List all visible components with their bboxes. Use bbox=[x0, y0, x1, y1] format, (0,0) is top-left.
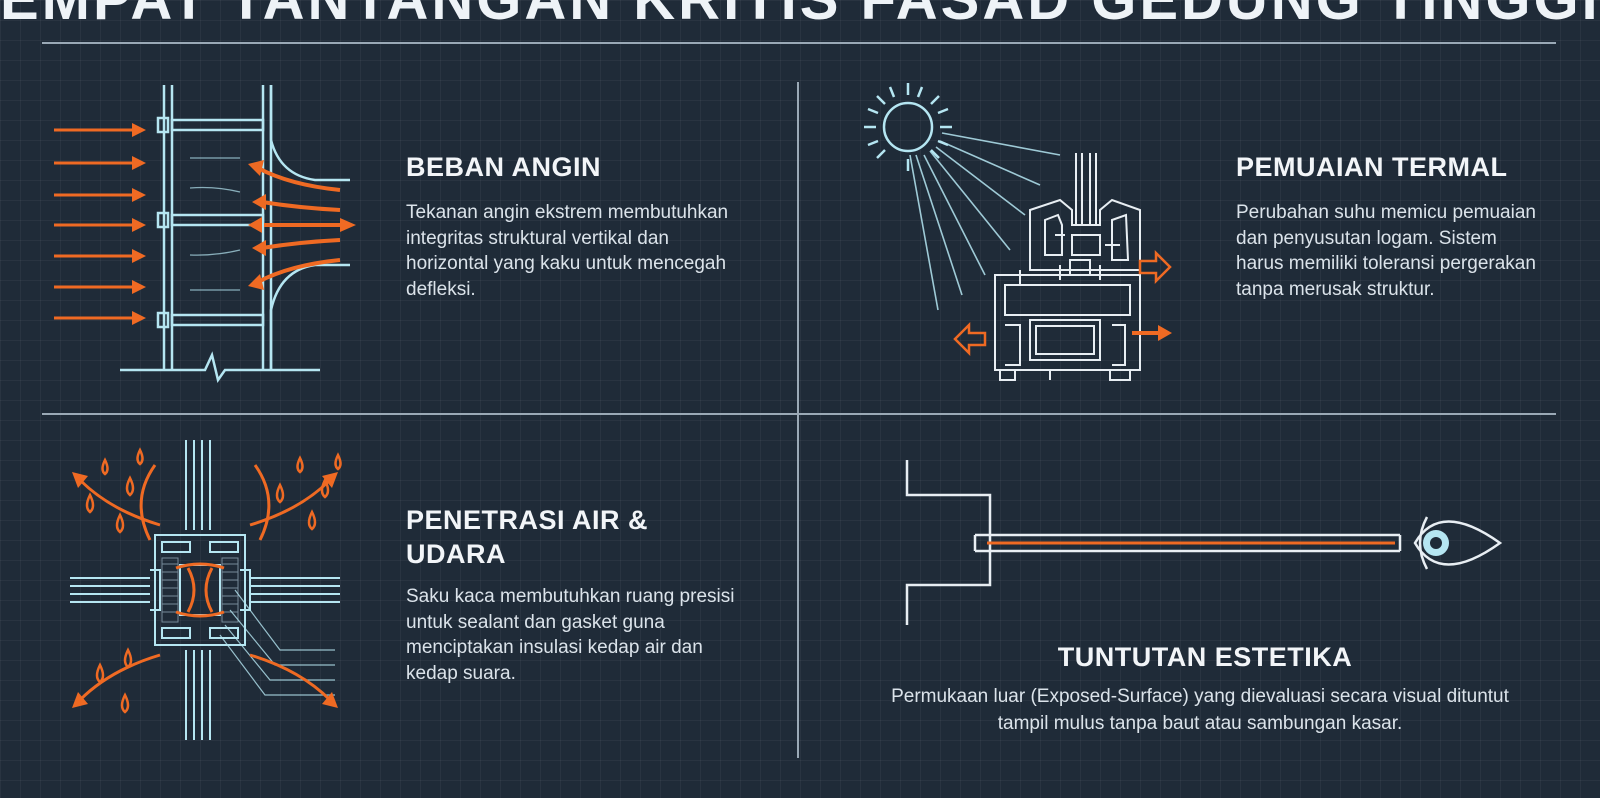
middle-divider bbox=[42, 413, 1556, 415]
section-heading-aesthetic: TUNTUTAN ESTETIKA bbox=[1057, 642, 1353, 672]
section-heading-wind: BEBAN ANGIN bbox=[406, 152, 602, 182]
wind-load-diagram-icon bbox=[54, 85, 356, 383]
section-text-water: Saku kaca membutuhkan ruang presisi untu… bbox=[406, 586, 735, 684]
section-text-thermal: Perubahan suhu memicu pemuaian dan penyu… bbox=[1236, 202, 1536, 300]
water-air-penetration-diagram-icon bbox=[70, 440, 342, 740]
expansion-arrow-icon bbox=[953, 249, 1172, 357]
section-heading-thermal: PEMUAIAN TERMAL bbox=[1236, 152, 1508, 182]
section-text-aesthetic: Permukaan luar (Exposed-Surface) yang di… bbox=[891, 686, 1509, 734]
arrow-icon bbox=[54, 123, 146, 137]
section-heading-water: PENETRASI AIR & UDARA bbox=[406, 505, 649, 569]
water-drop-icon bbox=[85, 447, 342, 714]
top-divider bbox=[42, 42, 1556, 44]
page-title: EMPAT TANTANGAN KRITIS FASAD GEDUNG TING… bbox=[0, 0, 1600, 30]
thermal-expansion-diagram-icon bbox=[864, 83, 1172, 381]
sun-icon bbox=[864, 83, 952, 171]
section-text-wind: Tekanan angin ekstrem membutuhkan integr… bbox=[406, 202, 729, 300]
eye-icon bbox=[1413, 516, 1503, 570]
aesthetic-eye-diagram-icon bbox=[905, 460, 1503, 625]
vertical-divider bbox=[797, 82, 799, 758]
